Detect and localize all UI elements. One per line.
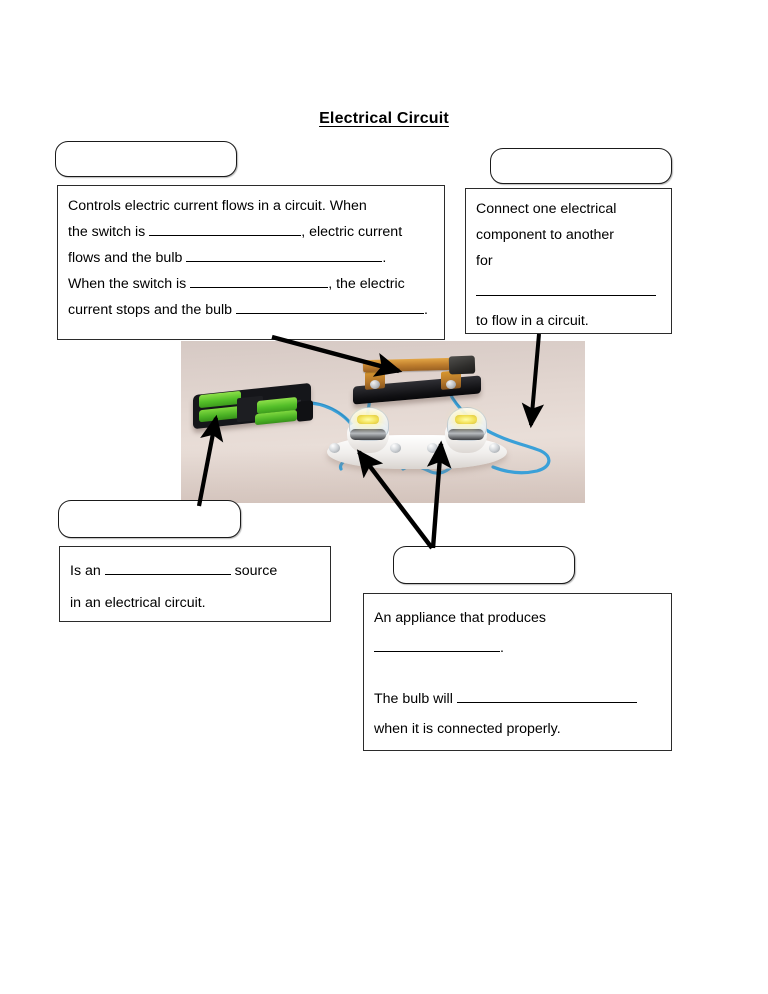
battery-line-1: Is an source <box>70 560 320 583</box>
wire-line-1: Connect one electrical <box>476 198 661 221</box>
bulb-terminal-3 <box>427 443 438 453</box>
battery-line-2: in an electrical circuit. <box>70 592 320 615</box>
answer-label-bulb[interactable] <box>393 546 575 584</box>
switch-blade-hole <box>384 362 391 367</box>
wire-line-2-text: component to another <box>476 227 615 243</box>
switch-blade <box>362 357 454 373</box>
switch-handle <box>448 355 476 375</box>
wire-line-3: for <box>476 250 661 273</box>
battery-endcap <box>297 400 313 422</box>
description-box-wire: Connect one electrical component to anot… <box>465 188 672 334</box>
bulb-line-2: . <box>374 637 661 660</box>
bulb-line-4-pre: The bulb will <box>374 691 457 707</box>
switch-line-4-post: , the electric <box>328 276 405 292</box>
page-title: Electrical Circuit <box>0 110 768 128</box>
switch-line-5-pre: current stops and the bulb <box>68 302 236 318</box>
circuit-photograph <box>181 341 585 503</box>
switch-line-3-pre: flows and the bulb <box>68 250 187 266</box>
wire-line-3-text: for <box>476 253 493 269</box>
wire-line-4 <box>476 281 661 304</box>
battery-line-2-text: in an electrical circuit. <box>70 595 206 611</box>
description-box-battery: Is an source in an electrical circuit. <box>59 546 331 622</box>
bulb-line-2-post: . <box>500 640 504 656</box>
switch-line-4: When the switch is , the electric <box>68 273 434 296</box>
bulb-collar-right <box>448 429 484 440</box>
switch-screw-left <box>370 380 380 389</box>
wire-line-2: component to another <box>476 224 661 247</box>
blank-bulb-lights[interactable] <box>186 261 383 262</box>
wire-line-1-text: Connect one electrical <box>476 201 617 217</box>
battery-holder <box>193 379 313 430</box>
switch-line-3-post: . <box>382 250 387 266</box>
bulb-filament-right <box>455 415 477 424</box>
switch-line-3: flows and the bulb . <box>68 247 434 270</box>
knife-switch <box>349 353 497 411</box>
description-box-bulb: An appliance that produces . The bulb wi… <box>363 593 672 751</box>
blank-bulb-off[interactable] <box>236 313 424 314</box>
description-box-switch: Controls electric current flows in a cir… <box>57 185 445 340</box>
blank-switch-state-off[interactable] <box>190 287 329 288</box>
answer-label-wire[interactable] <box>490 148 672 184</box>
bulb-terminal-1 <box>329 443 340 453</box>
bulb-terminal-4 <box>489 443 500 453</box>
bulb-line-4: The bulb will <box>374 688 661 711</box>
battery-line-1-pre: Is an <box>70 563 105 579</box>
blank-light[interactable] <box>374 651 500 652</box>
switch-line-1-text: Controls electric current flows in a cir… <box>68 198 367 214</box>
bulb-filament-left <box>357 415 379 424</box>
switch-line-5-post: . <box>424 302 428 318</box>
switch-line-2-post: , electric current <box>301 224 403 240</box>
blank-energy-source[interactable] <box>104 574 231 575</box>
page-title-text: Electrical Circuit <box>319 110 449 127</box>
switch-line-2-pre: the switch is <box>68 224 150 240</box>
bulb-line-5: when it is connected properly. <box>374 718 661 741</box>
bulb-terminal-2 <box>390 443 401 453</box>
bulb-line-1: An appliance that produces <box>374 607 661 630</box>
bulb-line-1-text: An appliance that produces <box>374 610 546 626</box>
blank-bulb-will[interactable] <box>456 702 637 703</box>
battery-line-1-post: source <box>230 563 278 579</box>
switch-line-2: the switch is , electric current <box>68 221 434 244</box>
bulb-collar-left <box>350 429 386 440</box>
switch-screw-right <box>446 380 456 389</box>
bulb-line-5-text: when it is connected properly. <box>374 721 561 737</box>
wire-line-5-text: to flow in a circuit. <box>476 313 589 329</box>
switch-line-4-pre: When the switch is <box>68 276 191 292</box>
bulb-assembly <box>327 407 507 471</box>
bulb-line-3 <box>374 663 661 685</box>
blank-electric-current[interactable] <box>476 295 656 296</box>
switch-line-5: current stops and the bulb . <box>68 299 434 322</box>
answer-label-switch[interactable] <box>55 141 237 177</box>
blank-switch-state-on[interactable] <box>149 235 302 236</box>
wire-line-5: to flow in a circuit. <box>476 310 661 333</box>
answer-label-battery[interactable] <box>58 500 241 538</box>
switch-line-1: Controls electric current flows in a cir… <box>68 195 434 218</box>
